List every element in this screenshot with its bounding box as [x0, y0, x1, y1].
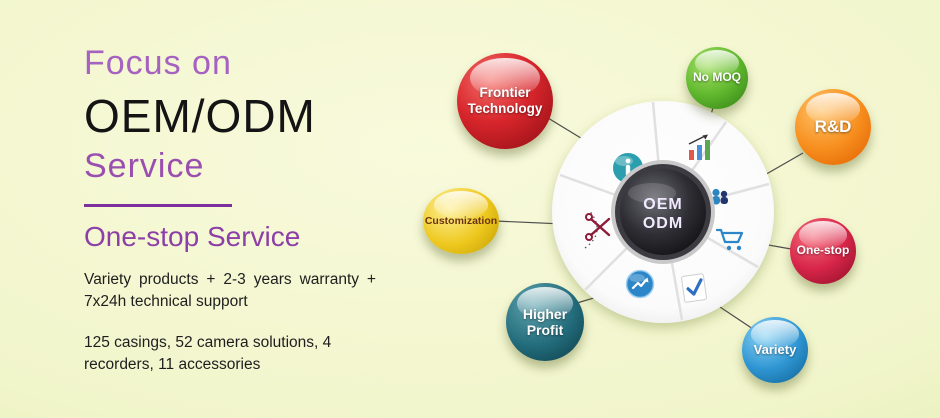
ball-custom-label: Customization: [424, 214, 498, 227]
ball-rd: R&D: [795, 89, 871, 165]
ball-variety-label: Variety: [753, 341, 797, 357]
ball-nomoq-label: No MOQ: [693, 70, 741, 85]
hub-line1: OEM: [643, 196, 682, 213]
ball-higher-profit: Higher Profit: [506, 283, 584, 361]
headline-brand: OEM/ODM: [84, 90, 316, 142]
ball-variety: Variety: [742, 317, 808, 383]
hub-line2: ODM: [643, 215, 683, 232]
scissors-icon: [584, 209, 611, 249]
paragraph-warranty: Variety products + 2-3 years warranty + …: [84, 271, 376, 310]
purple-divider: [84, 204, 232, 207]
bar-chart-icon: [688, 134, 710, 160]
ball-frontier-label: Frontier Technology: [467, 85, 543, 116]
ball-customization: Customization: [423, 188, 499, 254]
growth-icon: [625, 269, 655, 299]
intro-panel: Focus on OEM/ODM Service One-stop Servic…: [84, 44, 376, 376]
cart-icon: [715, 228, 744, 251]
ball-frontier-technology: Frontier Technology: [457, 53, 553, 149]
headline-service: Service: [84, 147, 205, 185]
ball-onestop-label: One-stop: [796, 243, 850, 258]
headline-focus: Focus on: [84, 44, 232, 82]
oem-odm-hub: OEM ODM: [611, 160, 715, 264]
ball-rd-label: R&D: [814, 117, 852, 137]
paragraph-stats: 125 casings, 52 camera solutions, 4 reco…: [84, 334, 332, 374]
ball-one-stop: One-stop: [790, 218, 856, 284]
ball-higher-label: Higher Profit: [522, 305, 568, 338]
subheadline-one-stop: One-stop Service: [84, 221, 301, 252]
check-icon: [681, 273, 707, 303]
ball-no-moq: No MOQ: [686, 47, 748, 109]
